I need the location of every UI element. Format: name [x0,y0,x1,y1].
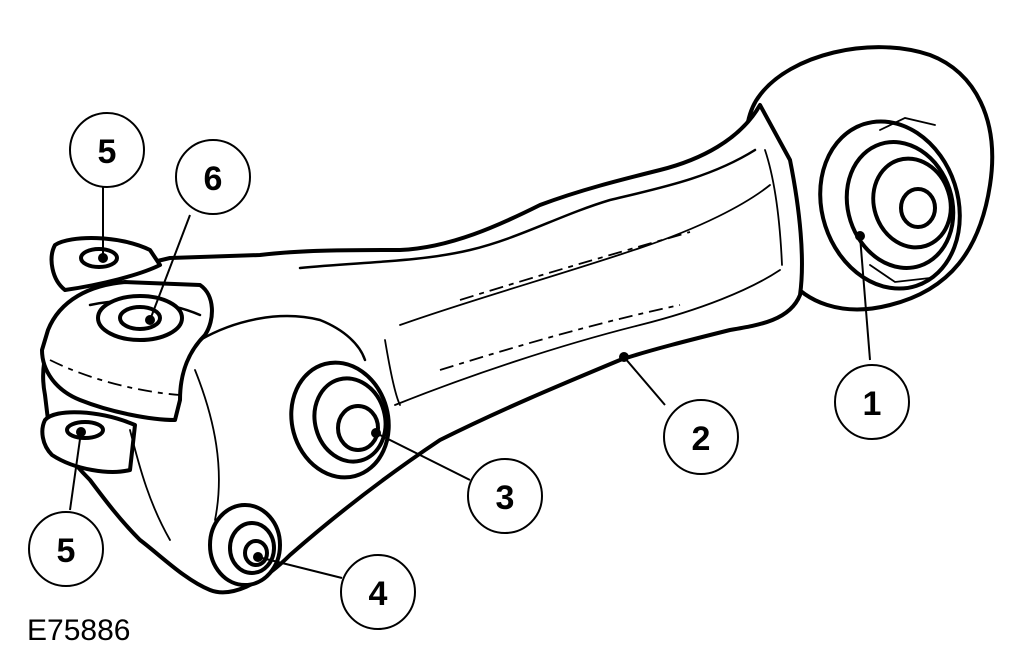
bush-1 [818,117,962,291]
arm-body [41,103,804,595]
callout-2-label: 2 [692,420,711,458]
callout-5-lower: 5 [28,511,104,587]
leader-lines [69,185,871,579]
callout-2: 2 [663,399,739,475]
bush-4 [208,503,282,587]
callout-1-label: 1 [863,385,882,423]
callout-3-label: 3 [496,479,515,517]
callout-1: 1 [834,364,910,440]
lower-lug [40,410,137,474]
callout-3: 3 [467,458,543,534]
callout-5-upper-label: 5 [98,133,117,171]
callout-4-label: 4 [369,575,388,613]
bush-3 [289,360,391,480]
figure-reference: E75886 [27,614,130,647]
callout-6-label: 6 [204,160,223,198]
callout-5-lower-label: 5 [57,532,76,570]
callout-4: 4 [340,554,416,630]
callout-5-upper: 5 [69,112,145,188]
callout-6: 6 [175,139,251,215]
mount-arm [40,45,995,595]
